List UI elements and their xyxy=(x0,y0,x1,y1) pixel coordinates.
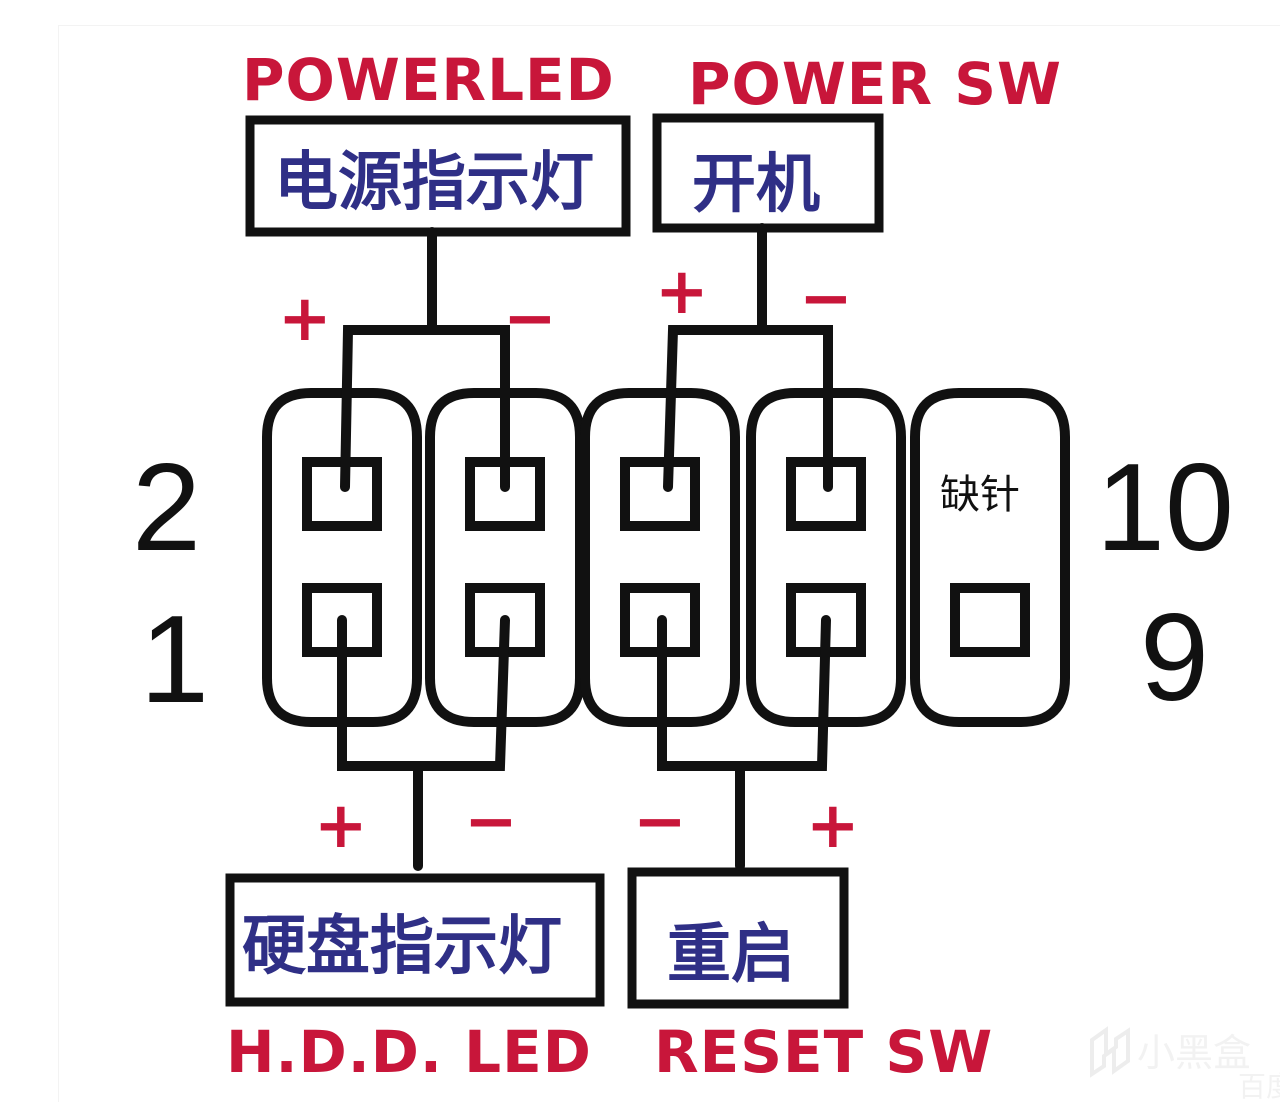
power-sw-plus-sign: + xyxy=(655,255,710,329)
wiring xyxy=(337,223,833,871)
hdd-led-minus-sign: − xyxy=(464,785,519,859)
connector-cell-5 xyxy=(910,388,1070,727)
watermark-text: 小黑盒 xyxy=(1137,1031,1251,1075)
hdd-led-box: 硬盘指示灯 xyxy=(225,873,605,1007)
reset-sw-label-en: RESET SW xyxy=(654,1018,993,1086)
connector-cell-4 xyxy=(746,388,906,727)
pin-number-9: 9 xyxy=(1140,589,1209,727)
power-led-label-cn: 电源指示灯 xyxy=(274,146,594,220)
pin-number-10: 10 xyxy=(1096,439,1234,577)
pin-9 xyxy=(950,583,1030,657)
reset-sw-label-cn: 重启 xyxy=(667,918,795,992)
connector-cell-3 xyxy=(580,388,740,727)
hdd-led-polarity: + − xyxy=(314,785,519,863)
reset-sw-box: 重启 xyxy=(627,867,849,1009)
hdd-led-label-en: H.D.D. LED xyxy=(226,1018,592,1086)
power-sw-minus-sign: − xyxy=(799,262,854,336)
power-led-minus-sign: − xyxy=(503,282,558,356)
power-led-label-en: POWERLED xyxy=(242,46,615,114)
connector-cell-1 xyxy=(262,388,422,727)
pin-number-1: 1 xyxy=(140,591,209,729)
hdd-led-label-cn: 硬盘指示灯 xyxy=(242,910,562,984)
power-sw-branch-wire xyxy=(663,325,833,492)
hdd-led-plus-sign: + xyxy=(314,789,369,863)
hdd-led-branch-wire xyxy=(337,615,510,771)
power-sw-box: 开机 xyxy=(652,113,884,233)
watermark: 小黑盒 百度 xyxy=(1090,1026,1280,1101)
pin-6 xyxy=(620,457,700,531)
power-led-box: 电源指示灯 xyxy=(245,115,631,237)
reset-sw-branch-wire xyxy=(657,615,831,771)
power-sw-label-cn: 开机 xyxy=(692,148,820,222)
power-sw-label-en: POWER SW xyxy=(688,50,1062,118)
power-sw-polarity: + − xyxy=(655,255,854,336)
reset-sw-minus-sign: − xyxy=(633,785,688,859)
missing-pin-label: 缺针 xyxy=(940,472,1020,518)
xiaoheihe-logo-icon xyxy=(1090,1026,1130,1078)
power-led-plus-sign: + xyxy=(278,282,333,356)
watermark-subtext: 百度 xyxy=(1238,1070,1280,1101)
reset-sw-polarity: − + xyxy=(633,785,861,863)
power-led-branch-wire xyxy=(340,325,510,492)
pin-number-2: 2 xyxy=(132,439,201,577)
reset-sw-plus-sign: + xyxy=(806,789,861,863)
power-led-polarity: + − xyxy=(278,282,558,356)
